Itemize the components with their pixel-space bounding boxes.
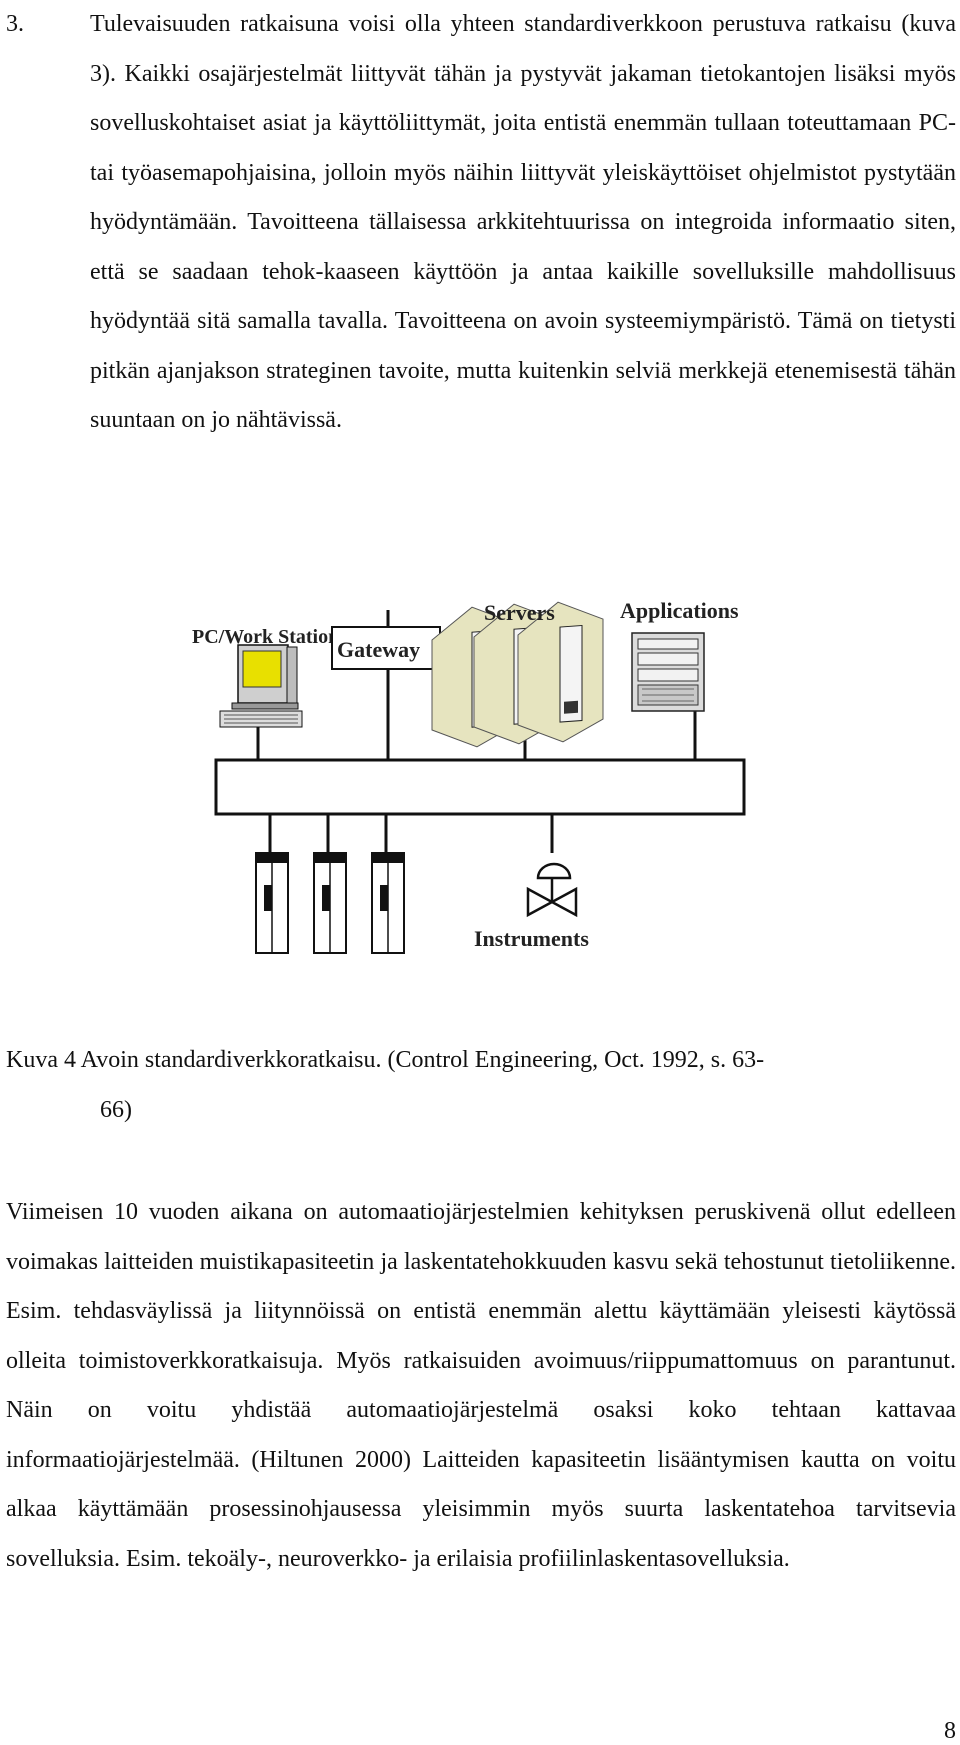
network-diagram: PC/Work Station Gateway: [0, 585, 960, 980]
caption-line-1: Kuva 4 Avoin standardiverkkoratkaisu. (C…: [6, 1047, 765, 1073]
servers-label: Servers: [484, 600, 555, 625]
network-diagram-svg: PC/Work Station Gateway: [192, 598, 746, 954]
page-number: 8: [944, 1718, 956, 1744]
body-paragraph: Viimeisen 10 vuoden aikana on automaatio…: [6, 1199, 956, 1572]
pc-workstation-label: PC/Work Station: [192, 626, 339, 648]
instrument-unit-2: [313, 852, 347, 954]
applications-icon: [631, 632, 705, 712]
servers-icon: [431, 601, 604, 748]
figure-caption: Kuva 4 Avoin standardiverkkoratkaisu. (C…: [6, 1035, 956, 1135]
valve-icon: [526, 862, 578, 918]
list-number: 3.: [6, 11, 24, 37]
instruments-label: Instruments: [474, 926, 589, 951]
pc-workstation-icon: [219, 644, 303, 728]
list-item-text: Tulevaisuuden ratkaisuna voisi olla yhte…: [90, 11, 956, 433]
instrument-unit-1: [255, 852, 289, 954]
caption-line-2: 66): [100, 1097, 132, 1123]
applications-label: Applications: [620, 598, 739, 623]
instrument-unit-3: [371, 852, 405, 954]
gateway-box: [331, 626, 441, 670]
gateway-label: Gateway: [337, 637, 420, 662]
